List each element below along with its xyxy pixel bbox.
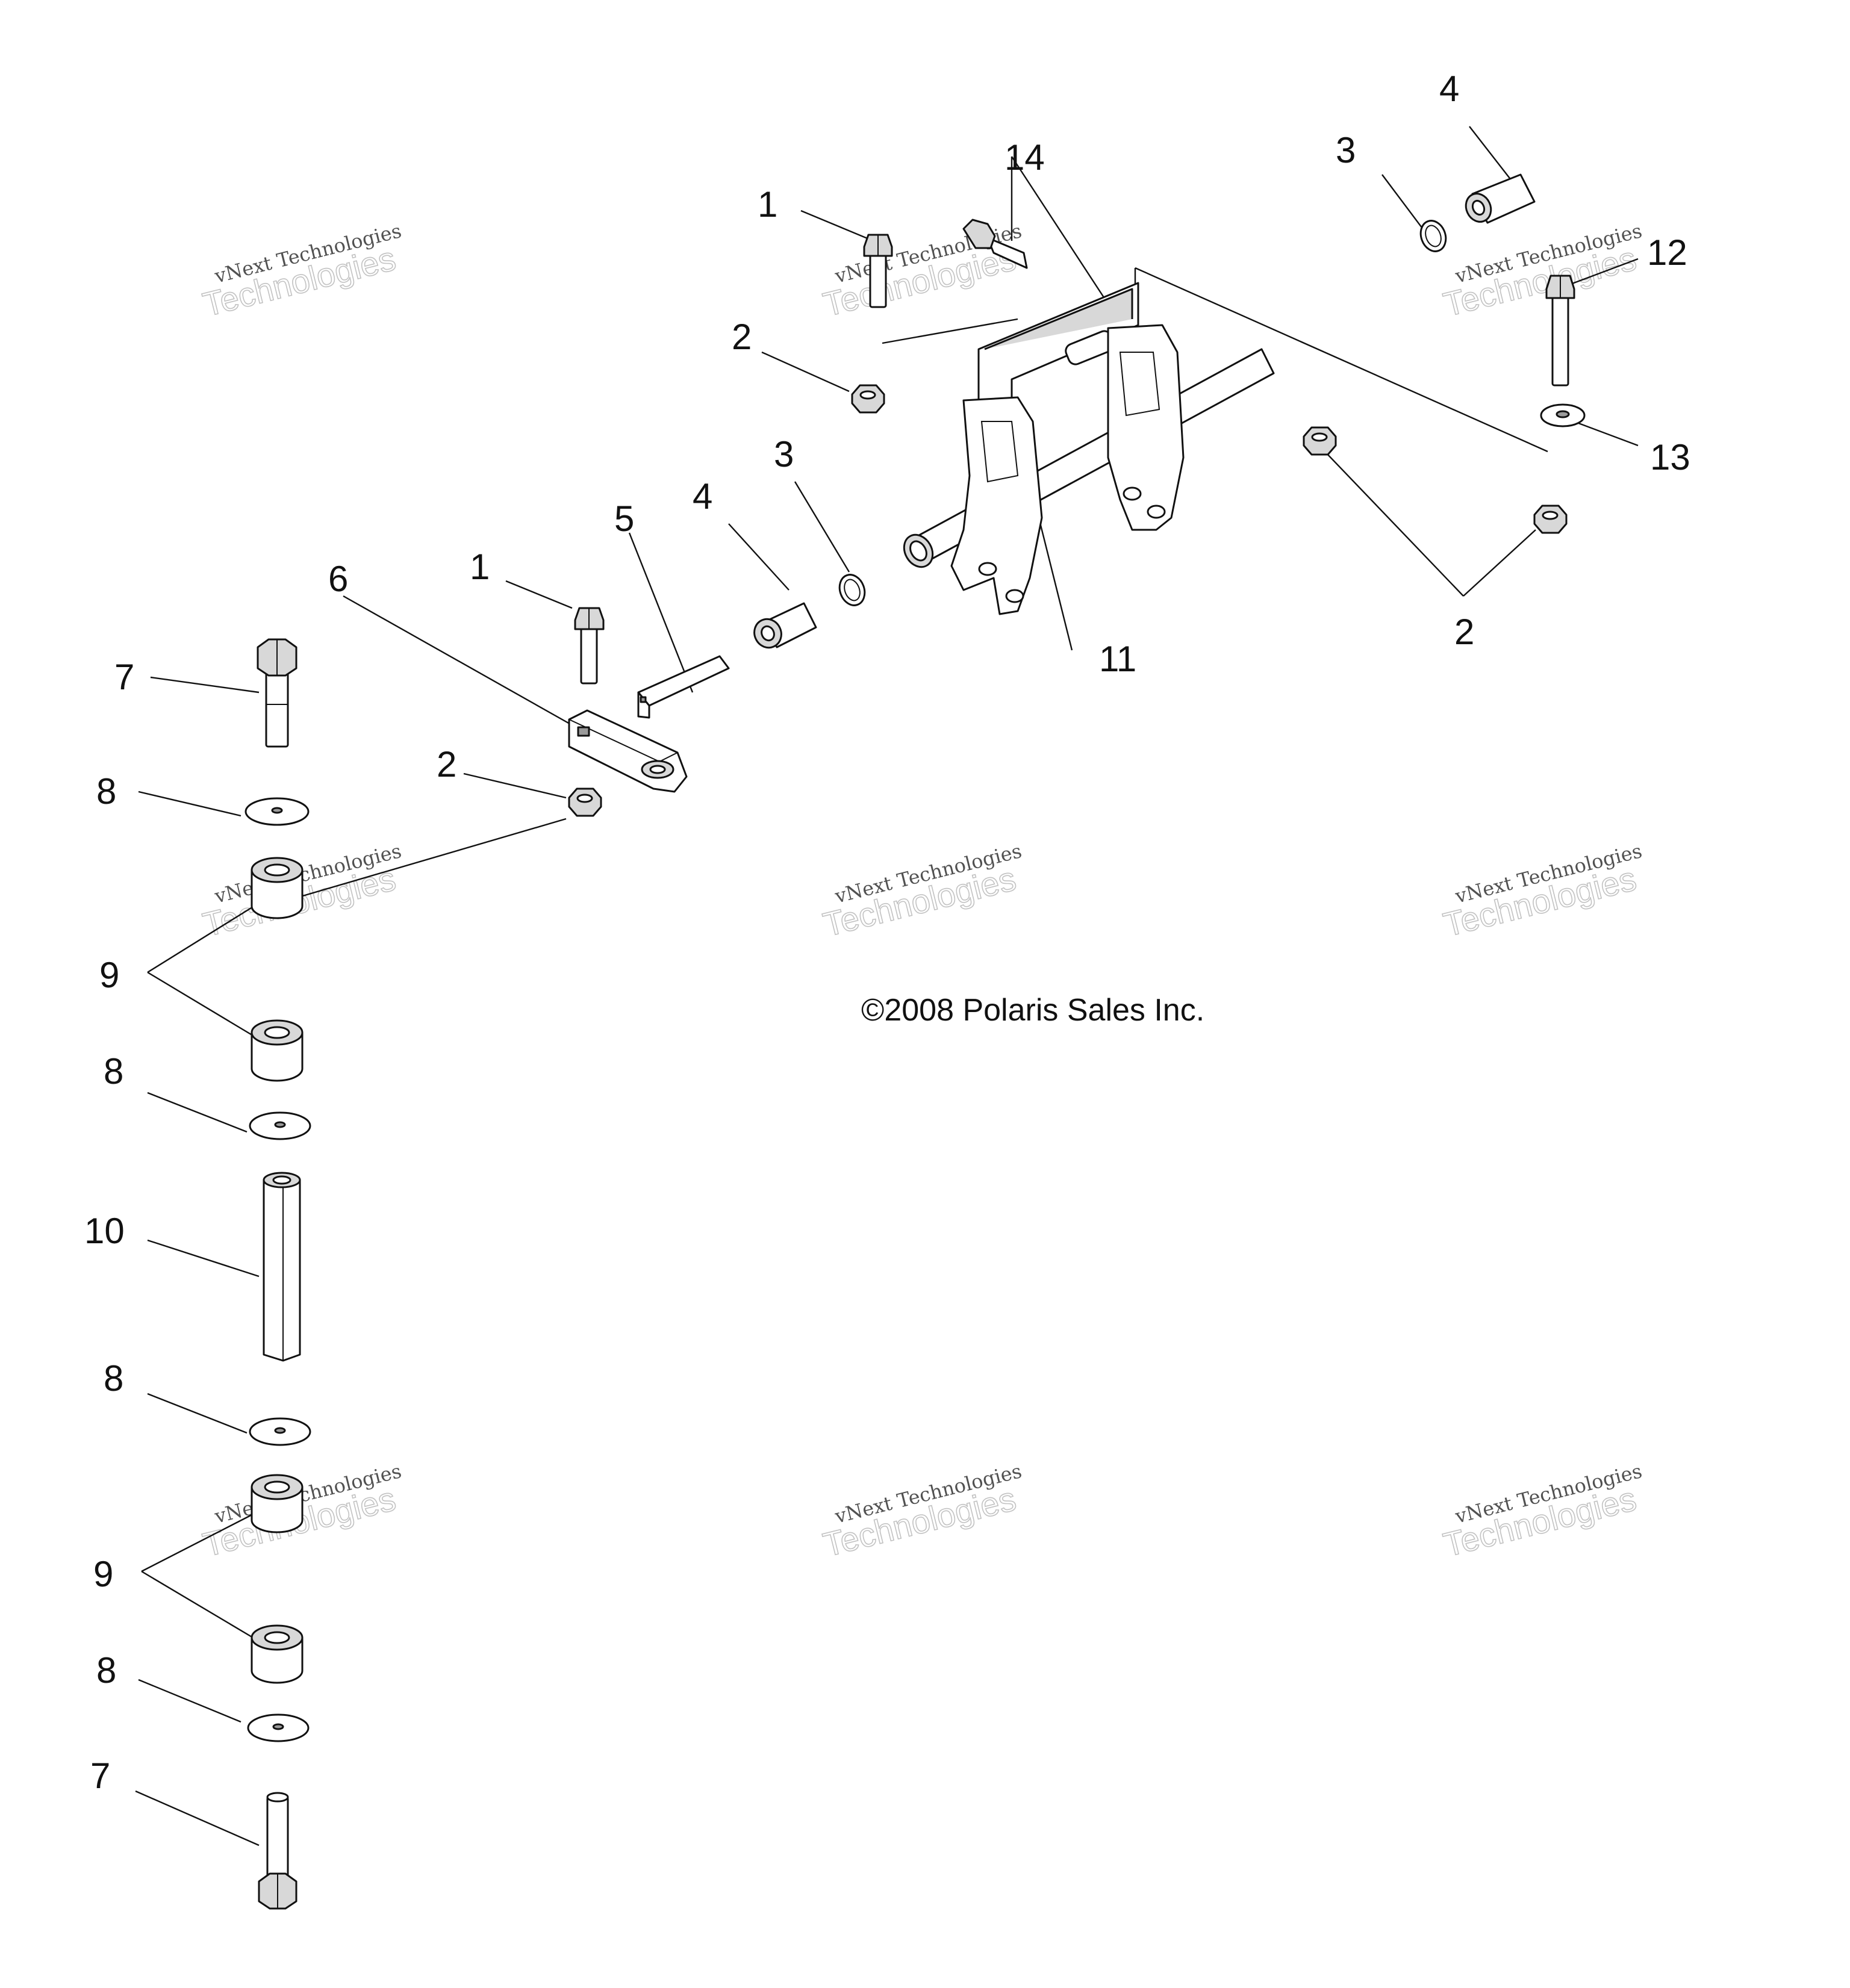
sleeve-bushing: [753, 602, 817, 649]
callout-10: 10: [84, 1211, 125, 1251]
callout-14: 14: [1004, 137, 1045, 178]
flange-nut: [851, 384, 885, 414]
callout-4: 4: [693, 476, 712, 517]
callouts: 1 14 3 4 12 13 2 3 4 5 6 1 2 11 2 7 8 9 …: [84, 69, 1690, 1796]
watermark: vNext Technologies Technologies: [1439, 839, 1645, 944]
flat-washer: [249, 1111, 311, 1140]
hex-bolt: [257, 638, 297, 748]
rubber-bushing: [251, 1474, 304, 1533]
frame-assembly: [903, 282, 1275, 615]
o-ring: [1419, 220, 1447, 252]
watermark: vNext Technologies Technologies: [1439, 219, 1645, 324]
hex-spacer: [263, 1172, 301, 1362]
callout-7: 7: [114, 657, 134, 697]
watermark: vNext Technologies Technologies: [819, 839, 1024, 944]
rubber-bushing: [251, 857, 304, 919]
hex-bolt: [962, 219, 1028, 269]
flat-washer: [244, 797, 310, 826]
shift-arm: [568, 709, 688, 793]
callout-2: 2: [1454, 612, 1474, 652]
flange-bolt: [1545, 275, 1575, 387]
sleeve-bushing: [1465, 173, 1536, 224]
callout-1: 1: [758, 184, 777, 225]
flat-washer: [249, 1417, 311, 1446]
callout-3: 3: [1336, 130, 1356, 170]
watermark: vNext Technologies Technologies: [819, 219, 1024, 324]
rubber-bushing: [251, 1019, 304, 1082]
callout-2: 2: [732, 317, 752, 357]
callout-4: 4: [1439, 69, 1459, 109]
callout-6: 6: [328, 559, 348, 599]
callout-13: 13: [1650, 437, 1690, 477]
callout-8: 8: [104, 1051, 123, 1092]
watermark: vNext Technologies Technologies: [819, 1459, 1024, 1564]
watermark: vNext Technologies Technologies: [199, 839, 404, 944]
callout-1: 1: [470, 547, 490, 587]
hex-bolt: [258, 1792, 297, 1910]
callout-11: 11: [1099, 639, 1136, 679]
callout-2: 2: [437, 744, 456, 784]
callout-8: 8: [96, 771, 116, 812]
flat-washer: [247, 1713, 310, 1742]
flange-bolt: [574, 607, 605, 685]
flange-nut: [568, 787, 602, 817]
watermarks: vNext Technologies Technologies vNext Te…: [199, 219, 1645, 1564]
callout-12: 12: [1647, 232, 1687, 273]
watermark: vNext Technologies Technologies: [199, 219, 404, 324]
callout-3: 3: [774, 434, 794, 474]
flat-washer: [1540, 403, 1586, 427]
callout-9: 9: [93, 1554, 113, 1594]
callout-9: 9: [99, 955, 119, 995]
watermark: vNext Technologies Technologies: [199, 1459, 404, 1564]
flange-bolt: [863, 234, 893, 308]
rubber-bushing: [251, 1624, 304, 1684]
shift-shaft: [637, 655, 730, 719]
watermark: vNext Technologies Technologies: [1439, 1459, 1645, 1564]
o-ring: [838, 574, 866, 606]
callout-5: 5: [614, 499, 634, 539]
callout-8: 8: [96, 1650, 116, 1691]
leader-lines: [135, 126, 1639, 1847]
callout-8: 8: [104, 1358, 123, 1399]
callout-7: 7: [90, 1756, 110, 1796]
flange-nut: [1303, 426, 1337, 456]
copyright-text: ©2008 Polaris Sales Inc.: [861, 993, 1204, 1028]
flange-nut: [1533, 505, 1568, 534]
